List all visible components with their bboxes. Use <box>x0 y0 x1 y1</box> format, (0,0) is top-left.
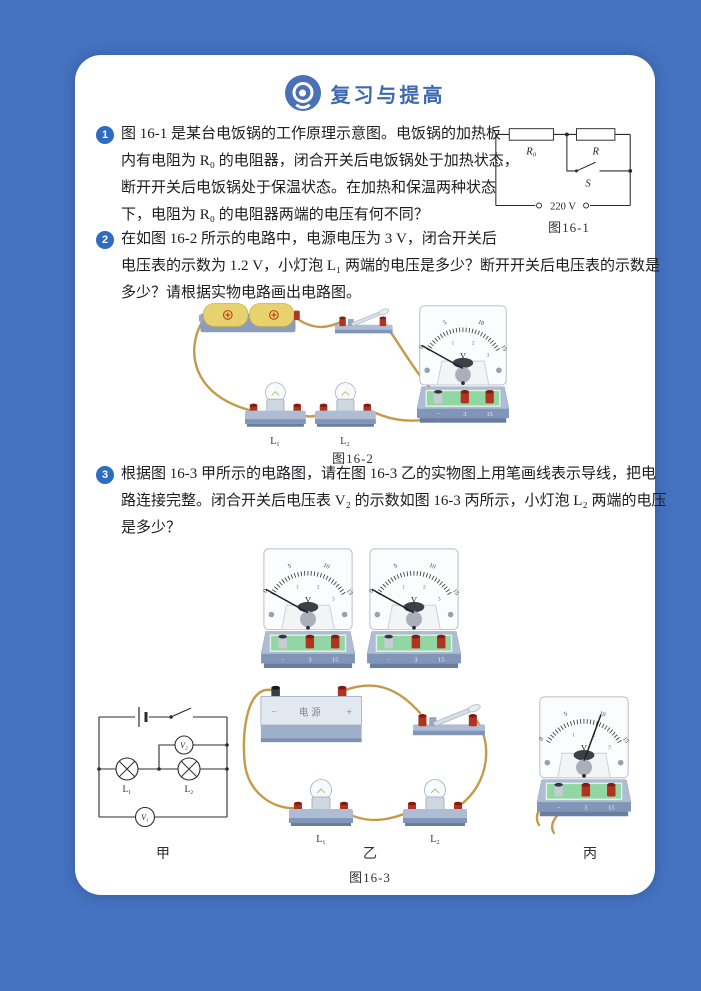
section-logo-icon <box>284 75 321 111</box>
question-3-text: 根据图 16-3 甲所示的电路图，请在图 16-3 乙的实物图上用笔画线表示导线… <box>121 461 667 542</box>
bulb-l1 <box>244 382 307 428</box>
section-header: 复习与提高 <box>75 75 655 111</box>
bulb-l1 <box>288 779 354 827</box>
bulb-l2 <box>314 382 377 428</box>
power-minus-label: − <box>272 708 277 718</box>
v2-label: V₂ <box>180 741 188 750</box>
resistor-r0-label: R₀ <box>525 147 536 158</box>
voltmeter-bing <box>537 697 631 816</box>
needle <box>583 714 602 762</box>
textbook-page-card: 复习与提高 1 图 16-1 是某台电饭锅的工作原理示意图。电饭锅的加热板 内有… <box>75 55 667 895</box>
figure-16-3-jia: V₂ V₁ L₁ L₂ <box>89 697 237 835</box>
needle <box>421 344 464 370</box>
question-1-text: 图 16-1 是某台电饭锅的工作原理示意图。电饭锅的加热板 内有电阻为 R₀ 的… <box>121 121 519 229</box>
fig16-1-caption: 图16-1 <box>548 220 590 235</box>
q1-line: 断开开关后电饭锅处于保温状态。在加热和保温两种状态 <box>121 180 497 196</box>
bulb-l2-label: L₂ <box>430 834 440 845</box>
figure-16-3-yi: − 电源 + L₁ L₂ <box>239 681 501 851</box>
q3-line: 路连接完整。闭合开关后电压表 V₂ 的示数如图 16-3 丙所示，小灯泡 L₂ … <box>121 493 667 509</box>
figure-16-1: R₀ R S 220 V 图16-1 <box>483 121 655 236</box>
figure-16-2: L₁ L₂ 图16-2 <box>187 298 519 467</box>
needle <box>265 588 309 614</box>
l2-label: L₂ <box>185 784 194 794</box>
q3-line: 是多少？ <box>121 520 182 536</box>
bulb-l1-label: L₁ <box>270 436 280 447</box>
fig16-2-illustration: L₁ L₂ <box>193 302 519 447</box>
section-title: 复习与提高 <box>330 84 446 107</box>
voltmeter-fig2 <box>417 306 509 423</box>
question-3-badge: 3 <box>96 466 114 484</box>
knife-switch <box>334 307 393 334</box>
v1-label: V₁ <box>141 813 149 822</box>
q2-line: 在如图 16-2 所示的电路中，电源电压为 3 V，闭合开关后 <box>121 231 497 247</box>
bulb-l2-label: L₂ <box>340 436 350 447</box>
label-yi: 乙 <box>363 847 377 862</box>
q1-line: 图 16-1 是某台电饭锅的工作原理示意图。电饭锅的加热板 <box>121 126 501 142</box>
resistor-r-label: R <box>591 147 599 158</box>
fig16-3-yi-illustration: − 电源 + L₁ L₂ <box>242 684 488 845</box>
needle <box>371 588 415 614</box>
power-name-label: 电源 <box>299 707 324 719</box>
q1-line: 下，电阻为 R₀ 的电阻器两端的电压有何不同？ <box>121 207 429 223</box>
voltmeter-v2-unwired <box>367 547 461 669</box>
voltage-label: 220 V <box>550 201 576 212</box>
fig16-1-circuit-diagram: R₀ R S 220 V <box>495 128 633 212</box>
fig16-3-caption: 图16-3 <box>349 870 391 885</box>
bulb-l2 <box>402 779 468 827</box>
bulb-l1-label: L₁ <box>316 834 326 845</box>
power-supply: − 电源 + <box>260 685 363 743</box>
label-jia: 甲 <box>156 847 170 862</box>
voltmeter-v1-unwired <box>261 547 355 669</box>
q2-line: 电压表的示数为 1.2 V，小灯泡 L₁ 两端的电压是多少？断开开关后电压表的示… <box>121 258 660 274</box>
fig16-3-jia-circuit: V₂ V₁ L₁ L₂ <box>97 707 229 828</box>
fig16-3-bing-voltmeter <box>530 695 640 835</box>
knife-switch <box>412 702 486 736</box>
power-plus-label: + <box>346 708 352 719</box>
question-2-badge: 2 <box>96 231 114 249</box>
switch-s-label: S <box>585 178 591 189</box>
q2-line: 多少？请根据实物电路画出电路图。 <box>121 285 362 301</box>
battery-pack <box>198 302 301 333</box>
figure-16-3-bing <box>530 695 650 835</box>
q3-line: 根据图 16-3 甲所示的电路图，请在图 16-3 乙的实物图上用笔画线表示导线… <box>121 466 656 482</box>
logo-arc-icon <box>291 87 314 109</box>
l1-label: L₁ <box>123 784 132 794</box>
q1-line: 内有电阻为 R₀ 的电阻器，闭合开关后电饭锅处于加热状态， <box>121 153 519 169</box>
question-1-badge: 1 <box>96 126 114 144</box>
question-2-text: 在如图 16-2 所示的电路中，电源电压为 3 V，闭合开关后 电压表的示数为 … <box>121 226 660 307</box>
fig16-2-caption: 图16-2 <box>332 451 374 466</box>
label-bing: 丙 <box>583 847 597 862</box>
